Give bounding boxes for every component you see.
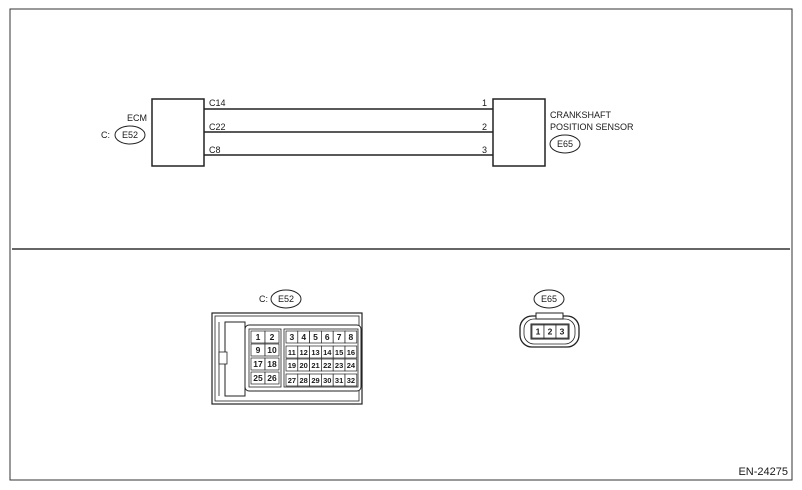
pin-cell <box>264 371 280 385</box>
pin-number: 14 <box>323 348 332 357</box>
pin-number: 32 <box>347 376 355 385</box>
pin-number: 7 <box>337 332 342 342</box>
ecm-connector-left-block <box>248 328 282 388</box>
pin-number: 23 <box>335 361 343 370</box>
pin-cell <box>264 343 280 357</box>
pin-number: 22 <box>323 361 331 370</box>
pin-number: 4 <box>301 332 306 342</box>
ecm-pin-c14: C14 <box>209 98 226 108</box>
pin-number: 20 <box>300 361 308 370</box>
pin-number: 2 <box>270 332 275 342</box>
pin-number: 24 <box>347 361 356 370</box>
ecm-connector-view-oval <box>270 289 302 309</box>
pin-number: 21 <box>311 361 319 370</box>
pin-number: 16 <box>347 348 355 357</box>
ecm-box <box>151 98 205 167</box>
ecm-connector-code: E52 <box>122 130 138 140</box>
crankshaft-sensor-block: CRANKSHAFT POSITION SENSOR E65 <box>492 98 634 167</box>
sensor-label-line1: CRANKSHAFT <box>550 110 612 120</box>
pin-number: 5 <box>313 332 318 342</box>
ecm-label: ECM <box>127 113 147 123</box>
sensor-box <box>492 98 546 167</box>
pin-cell <box>264 357 280 371</box>
pin-number: 6 <box>325 332 330 342</box>
sensor-connector-code: E65 <box>557 139 573 149</box>
pin-cell <box>344 358 358 372</box>
ecm-connector-right-block <box>283 328 359 388</box>
pin-number: 13 <box>311 348 319 357</box>
pin-number: 28 <box>300 376 308 385</box>
pin-cell <box>264 330 280 344</box>
pin-number: 2 <box>548 327 553 337</box>
pin-number: 11 <box>288 348 296 357</box>
pin-number: 18 <box>267 359 277 369</box>
sensor-pin-2: 2 <box>482 122 487 132</box>
ecm-pin-c22: C22 <box>209 122 226 132</box>
ecm-connector-oval <box>114 125 146 145</box>
pin-cell <box>344 373 358 387</box>
ecm-pin-c8: C8 <box>209 145 221 155</box>
ecm-block: ECM C: E52 <box>101 98 205 167</box>
sensor-connector-view-code: E65 <box>541 294 557 304</box>
pin-cell <box>344 345 358 359</box>
ecm-connector-latch-notch <box>218 351 228 365</box>
ecm-connector-view-prefix: C: <box>259 294 268 304</box>
pin-number: 25 <box>253 373 263 383</box>
pin-number: 27 <box>288 376 296 385</box>
pin-number: 1 <box>536 327 541 337</box>
ecm-connector-latch <box>224 321 246 397</box>
pin-number: 8 <box>349 332 354 342</box>
pin-number: 26 <box>267 373 277 383</box>
sensor-label-line2: POSITION SENSOR <box>550 122 634 132</box>
wires: C14 C22 C8 1 2 3 <box>204 98 493 156</box>
pin-number: 30 <box>323 376 331 385</box>
pin-cell <box>344 330 358 344</box>
ecm-connector-prefix: C: <box>101 130 110 140</box>
sensor-pin-1: 1 <box>482 98 487 108</box>
pin-number: 1 <box>256 332 261 342</box>
pin-cell <box>555 324 569 339</box>
ecm-connector-view-code: E52 <box>278 294 294 304</box>
pin-number: 12 <box>300 348 308 357</box>
pin-number: 29 <box>311 376 319 385</box>
diagram-frame <box>9 8 793 481</box>
pin-number: 3 <box>560 327 565 337</box>
pin-number: 31 <box>335 376 343 385</box>
pin-number: 17 <box>253 359 263 369</box>
sensor-pin-3: 3 <box>482 145 487 155</box>
pin-number: 15 <box>335 348 343 357</box>
pin-number: 3 <box>290 332 295 342</box>
pin-number: 10 <box>267 345 277 355</box>
pin-number: 9 <box>256 345 261 355</box>
pin-number: 19 <box>288 361 296 370</box>
sensor-connector-key <box>535 312 564 320</box>
figure-id: EN-24275 <box>738 466 788 478</box>
sensor-connector-view-oval <box>533 289 565 309</box>
sensor-connector-oval <box>549 134 581 154</box>
